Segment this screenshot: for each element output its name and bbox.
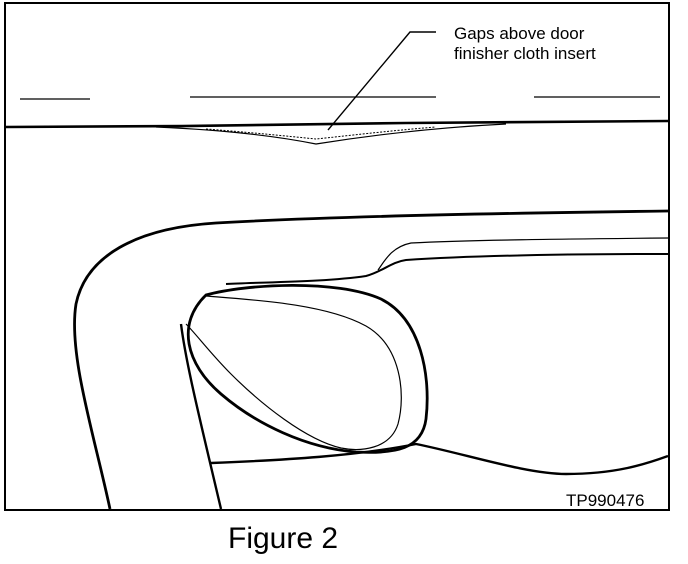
callout-line-1: Gaps above door (454, 24, 585, 43)
callout-line-2: finisher cloth insert (454, 44, 596, 63)
handle-pocket-outer (186, 283, 429, 454)
figure-caption: Figure 2 (228, 522, 339, 555)
handle-pocket-inner (185, 295, 402, 451)
armrest-lower-edge (210, 442, 668, 476)
callout-leader-line (327, 31, 436, 131)
door-finisher-drawing (6, 31, 668, 509)
illustration-frame: Gaps above door finisher cloth insert TP… (4, 2, 670, 511)
pocket-left-edge (179, 323, 223, 509)
armrest-upper-trim (377, 237, 668, 271)
armrest-lower-trim (225, 253, 668, 285)
gap-sag-fabric-edge (205, 126, 437, 140)
reference-code: TP990476 (566, 491, 645, 510)
finisher-top-edge (6, 119, 668, 129)
gap-callout-label: Gaps above door finisher cloth insert (454, 24, 596, 64)
gap-sag-outline (155, 123, 507, 145)
armrest-outer-edge (73, 209, 668, 509)
